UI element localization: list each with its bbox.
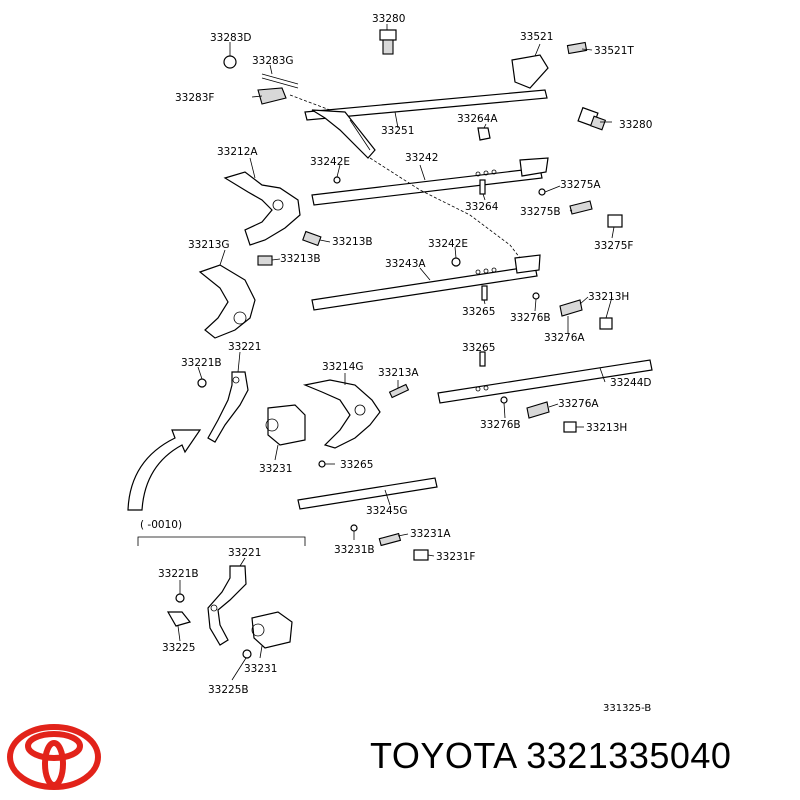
- label-33265-1[interactable]: 33265: [462, 306, 495, 318]
- label-33276A-1[interactable]: 33276A: [544, 332, 585, 344]
- plug-33280-top[interactable]: [379, 29, 397, 55]
- label-33213G[interactable]: 33213G: [188, 239, 230, 251]
- variant-range-label: ( -0010): [140, 519, 183, 531]
- plug-33213H-2[interactable]: [563, 421, 577, 433]
- label-33251[interactable]: 33251: [381, 125, 414, 137]
- label-33221-2[interactable]: 33221: [228, 547, 261, 559]
- brand-part-number-caption: TOYOTA 3321335040: [370, 735, 731, 777]
- label-33276A-2[interactable]: 33276A: [558, 398, 599, 410]
- label-33213H-2[interactable]: 33213H: [586, 422, 627, 434]
- spring-33283G[interactable]: [261, 73, 299, 89]
- brand-name: TOYOTA: [370, 735, 516, 776]
- shift-head-33231[interactable]: [265, 404, 306, 446]
- spring-33213A[interactable]: [388, 383, 410, 399]
- label-33231A[interactable]: 33231A: [410, 528, 451, 540]
- head-33521[interactable]: [511, 41, 588, 89]
- plug-33213H-1[interactable]: [599, 317, 613, 330]
- spring-33231A[interactable]: [378, 532, 402, 547]
- pin-33283F[interactable]: [257, 87, 287, 105]
- part-number: 3321335040: [526, 735, 732, 776]
- label-33221-1[interactable]: 33221: [228, 341, 261, 353]
- label-33242[interactable]: 33242: [405, 152, 438, 164]
- label-33213B-1[interactable]: 33213B: [332, 236, 373, 248]
- label-33214G[interactable]: 33214G: [322, 361, 364, 373]
- label-33231B[interactable]: 33231B: [334, 544, 375, 556]
- label-33275F[interactable]: 33275F: [594, 240, 633, 252]
- label-33231-2[interactable]: 33231: [244, 663, 277, 675]
- diagram-code: 331325-B: [603, 703, 652, 714]
- cap-33283D[interactable]: [223, 55, 237, 69]
- pin-33264[interactable]: [479, 179, 486, 195]
- ring-33221B-2[interactable]: [175, 593, 185, 603]
- spring-33276A-2[interactable]: [500, 396, 550, 419]
- plug-33231F[interactable]: [413, 549, 429, 561]
- label-33276B-2[interactable]: 33276B: [480, 419, 521, 431]
- label-33242E-1[interactable]: 33242E: [310, 156, 350, 168]
- bolt-33213B-1[interactable]: [302, 230, 322, 247]
- pin-33265-2[interactable]: [479, 351, 486, 367]
- plug-33275F[interactable]: [607, 214, 623, 228]
- label-33245G[interactable]: 33245G: [366, 505, 408, 517]
- variant-range-bracket: [137, 536, 306, 546]
- label-33212A[interactable]: 33212A: [217, 146, 258, 158]
- shift-head-33231-variant[interactable]: [251, 611, 293, 649]
- assembly-guide-line: [289, 94, 521, 259]
- curved-arrow-icon: [127, 429, 202, 511]
- part-labels: 33283D 33283G 33283F 33280 33521 33521T …: [158, 13, 652, 696]
- ring-33242E-2[interactable]: [451, 257, 461, 267]
- label-33225B[interactable]: 33225B: [208, 684, 249, 696]
- label-33243A[interactable]: 33243A: [385, 258, 426, 270]
- spring-33275A[interactable]: [538, 188, 593, 215]
- ring-33225B[interactable]: [242, 649, 252, 659]
- label-33244D[interactable]: 33244D: [610, 377, 652, 389]
- label-33265-3[interactable]: 33265: [340, 459, 373, 471]
- shift-fork-33214G[interactable]: [302, 379, 381, 449]
- shift-fork-33213G[interactable]: [198, 264, 256, 339]
- label-33283F[interactable]: 33283F: [175, 92, 214, 104]
- leader-lines: [177, 24, 615, 681]
- label-33276B-1[interactable]: 33276B: [510, 312, 551, 324]
- label-33225[interactable]: 33225: [162, 642, 195, 654]
- shift-shaft-33245G[interactable]: [297, 477, 438, 510]
- label-33242E-2[interactable]: 33242E: [428, 238, 468, 250]
- label-33221B-1[interactable]: 33221B: [181, 357, 222, 369]
- shift-fork-33212A[interactable]: [223, 171, 301, 246]
- label-33283D[interactable]: 33283D: [210, 32, 252, 44]
- label-33275A[interactable]: 33275A: [560, 179, 601, 191]
- bolt-33213B-2[interactable]: [257, 255, 273, 266]
- pin-33265-3[interactable]: [318, 460, 326, 468]
- bolt-33264A[interactable]: [477, 127, 491, 141]
- shift-shaft-33242[interactable]: [311, 157, 549, 206]
- label-33264A[interactable]: 33264A: [457, 113, 498, 125]
- label-33280-right[interactable]: 33280: [619, 119, 652, 131]
- label-33221B-2[interactable]: 33221B: [158, 568, 199, 580]
- shift-shaft-33244D[interactable]: [437, 359, 653, 404]
- label-33213B-2[interactable]: 33213B: [280, 253, 321, 265]
- label-33521T[interactable]: 33521T: [594, 45, 634, 57]
- label-33521[interactable]: 33521: [520, 31, 553, 43]
- label-33280-top[interactable]: 33280: [372, 13, 405, 25]
- label-33264[interactable]: 33264: [465, 201, 499, 213]
- label-33213H-1[interactable]: 33213H: [588, 291, 629, 303]
- pin-33225[interactable]: [166, 611, 192, 627]
- shift-lever-33221-variant[interactable]: [207, 565, 247, 646]
- label-33213A[interactable]: 33213A: [378, 367, 419, 379]
- label-33231F[interactable]: 33231F: [436, 551, 475, 563]
- toyota-logo-icon: [7, 724, 101, 790]
- label-33231-1[interactable]: 33231: [259, 463, 292, 475]
- shift-shaft-33251[interactable]: [304, 89, 548, 159]
- ball-33231B: [350, 524, 358, 532]
- pin-33265-1[interactable]: [481, 285, 488, 301]
- ring-33242E-1[interactable]: [333, 176, 341, 184]
- label-33283G[interactable]: 33283G: [252, 55, 294, 67]
- ring-33221B-1[interactable]: [197, 378, 207, 388]
- label-33275B[interactable]: 33275B: [520, 206, 561, 218]
- shift-shaft-33243A[interactable]: [311, 254, 541, 311]
- shift-lever-33221[interactable]: [207, 371, 249, 443]
- label-33265-2[interactable]: 33265: [462, 342, 495, 354]
- plug-33280-right[interactable]: [577, 106, 607, 131]
